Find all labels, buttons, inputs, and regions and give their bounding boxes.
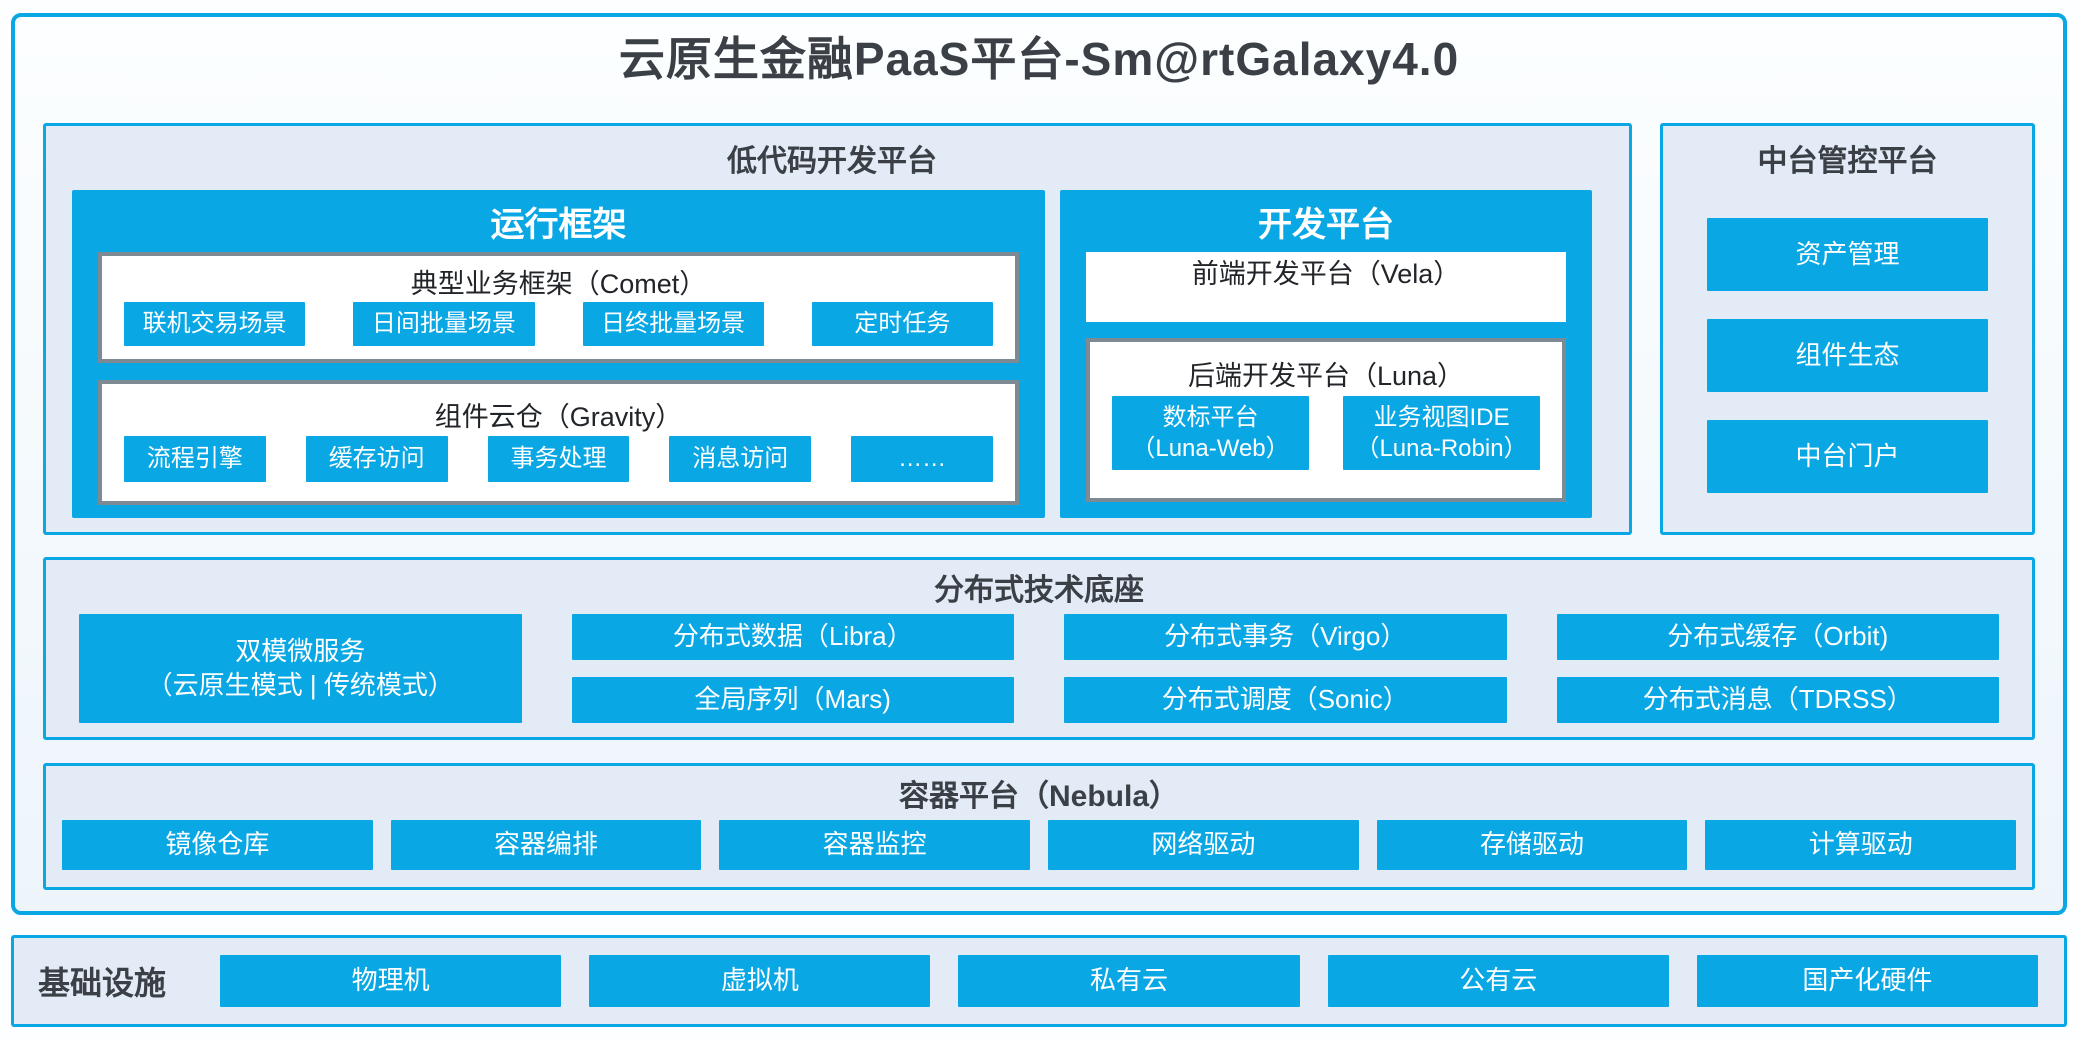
container-item-compute-driver: 计算驱动 (1705, 820, 2017, 870)
container-item-network-driver: 网络驱动 (1048, 820, 1359, 870)
infra-item-physical-machine: 物理机 (220, 955, 562, 1007)
mid-item-asset-management: 资产管理 (1707, 218, 1988, 291)
distributed-base-section: 分布式技术底座 双模微服务 （云原生模式 | 传统模式） 分布式数据（Libra… (43, 557, 2035, 740)
distributed-transaction-virgo: 分布式事务（Virgo） (1064, 614, 1507, 660)
comet-item-online-trading: 联机交易场景 (124, 302, 306, 346)
container-item-orchestration: 容器编排 (390, 820, 702, 870)
infra-item-virtual-machine: 虚拟机 (589, 955, 931, 1007)
container-item-image-registry: 镜像仓库 (62, 820, 373, 870)
distributed-col-3: 分布式缓存（Orbit) 分布式消息（TDRSS） (1556, 614, 1999, 723)
distributed-scheduling-sonic: 分布式调度（Sonic） (1064, 677, 1507, 723)
mid-item-portal: 中台门户 (1707, 420, 1988, 493)
mid-platform-title: 中台管控平台 (1757, 145, 1938, 178)
container-platform-title: 容器平台（Nebula） (898, 780, 1180, 813)
luna-web-code: （Luna-Web） (1131, 435, 1290, 462)
gravity-item-cache-access: 缓存访问 (305, 436, 448, 482)
runtime-framework-title: 运行框架 (490, 205, 627, 244)
mid-platform-section: 中台管控平台 资产管理 组件生态 中台门户 (1660, 123, 2035, 535)
distributed-col-dual-mode: 双模微服务 （云原生模式 | 传统模式） (79, 614, 522, 723)
vela-label: 前端开发平台（Vela） (1191, 259, 1461, 289)
luna-robin-name: 业务视图IDE (1373, 403, 1510, 431)
distributed-data-libra: 分布式数据（Libra） (571, 614, 1014, 660)
mid-item-component-ecosystem: 组件生态 (1707, 319, 1988, 392)
luna-item-robin: 业务视图IDE （Luna-Robin） (1343, 396, 1540, 470)
top-row: 低代码开发平台 运行框架 典型业务框架（Comet） 联机交易场景 日间批量场景… (43, 123, 2035, 535)
global-sequence-mars: 全局序列（Mars) (571, 677, 1014, 723)
distributed-grid: 双模微服务 （云原生模式 | 传统模式） 分布式数据（Libra） 全局序列（M… (79, 614, 1999, 723)
comet-items-row: 联机交易场景 日间批量场景 日终批量场景 定时任务 (124, 302, 993, 346)
distributed-base-title: 分布式技术底座 (934, 574, 1144, 607)
dual-mode-line1: 双模微服务 (235, 635, 366, 666)
low-code-platform-title: 低代码开发平台 (727, 145, 937, 178)
luna-title: 后端开发平台（Luna） (1187, 360, 1465, 391)
infra-item-private-cloud: 私有云 (958, 955, 1300, 1007)
distributed-cache-orbit: 分布式缓存（Orbit) (1556, 614, 1999, 660)
vela-frontend-box: 前端开发平台（Vela） (1086, 252, 1566, 322)
runtime-framework-box: 运行框架 典型业务框架（Comet） 联机交易场景 日间批量场景 日终批量场景 … (72, 190, 1045, 518)
luna-items-row: 数标平台 （Luna-Web） 业务视图IDE （Luna-Robin） (1112, 396, 1540, 470)
distributed-message-tdrss: 分布式消息（TDRSS） (1556, 677, 1999, 723)
dev-platform-box: 开发平台 前端开发平台（Vela） 后端开发平台（Luna） 数标平台 （Lun… (1060, 190, 1592, 518)
infrastructure-title: 基础设施 (38, 965, 167, 1001)
comet-title: 典型业务框架（Comet） (410, 268, 707, 299)
low-code-body: 运行框架 典型业务框架（Comet） 联机交易场景 日间批量场景 日终批量场景 … (72, 190, 1592, 518)
container-items-row: 镜像仓库 容器编排 容器监控 网络驱动 存储驱动 计算驱动 (62, 820, 2017, 870)
infrastructure-section: 基础设施 物理机 虚拟机 私有云 公有云 国产化硬件 (11, 935, 2067, 1027)
page-title: 云原生金融PaaS平台-Sm@rtGalaxy4.0 (618, 33, 1460, 85)
distributed-col-2: 分布式事务（Virgo） 分布式调度（Sonic） (1064, 614, 1507, 723)
gravity-item-ellipsis: …… (851, 436, 993, 482)
comet-item-eod-batch: 日终批量场景 (582, 302, 764, 346)
dual-mode-line2: （云原生模式 | 传统模式） (146, 669, 454, 700)
luna-robin-code: （Luna-Robin） (1355, 435, 1528, 462)
gravity-item-transaction: 事务处理 (487, 436, 630, 482)
comet-item-scheduled-task: 定时任务 (811, 302, 993, 346)
container-item-storage-driver: 存储驱动 (1376, 820, 1688, 870)
comet-framework-box: 典型业务框架（Comet） 联机交易场景 日间批量场景 日终批量场景 定时任务 (98, 252, 1019, 363)
distributed-col-1: 分布式数据（Libra） 全局序列（Mars) (571, 614, 1014, 723)
dual-mode-microservice: 双模微服务 （云原生模式 | 传统模式） (79, 614, 522, 723)
luna-backend-box: 后端开发平台（Luna） 数标平台 （Luna-Web） 业务视图IDE （Lu… (1086, 338, 1566, 502)
gravity-warehouse-box: 组件云仓（Gravity） 流程引擎 缓存访问 事务处理 消息访问 …… (98, 380, 1019, 505)
dev-platform-title: 开发平台 (1258, 205, 1394, 244)
low-code-platform-section: 低代码开发平台 运行框架 典型业务框架（Comet） 联机交易场景 日间批量场景… (43, 123, 1632, 535)
gravity-item-process-engine: 流程引擎 (124, 436, 266, 482)
infra-item-public-cloud: 公有云 (1327, 955, 1669, 1007)
comet-item-daytime-batch: 日间批量场景 (353, 302, 535, 346)
container-platform-section: 容器平台（Nebula） 镜像仓库 容器编排 容器监控 网络驱动 存储驱动 计算… (43, 763, 2035, 890)
gravity-items-row: 流程引擎 缓存访问 事务处理 消息访问 …… (124, 436, 993, 482)
luna-web-name: 数标平台 (1162, 403, 1259, 431)
infra-item-domestic-hardware: 国产化硬件 (1696, 955, 2039, 1007)
luna-item-web: 数标平台 （Luna-Web） (1112, 396, 1309, 470)
gravity-item-message-access: 消息访问 (669, 436, 812, 482)
platform-frame: 云原生金融PaaS平台-Sm@rtGalaxy4.0 低代码开发平台 运行框架 … (11, 13, 2067, 915)
gravity-title: 组件云仓（Gravity） (434, 401, 683, 432)
container-item-monitoring: 容器监控 (719, 820, 1031, 870)
